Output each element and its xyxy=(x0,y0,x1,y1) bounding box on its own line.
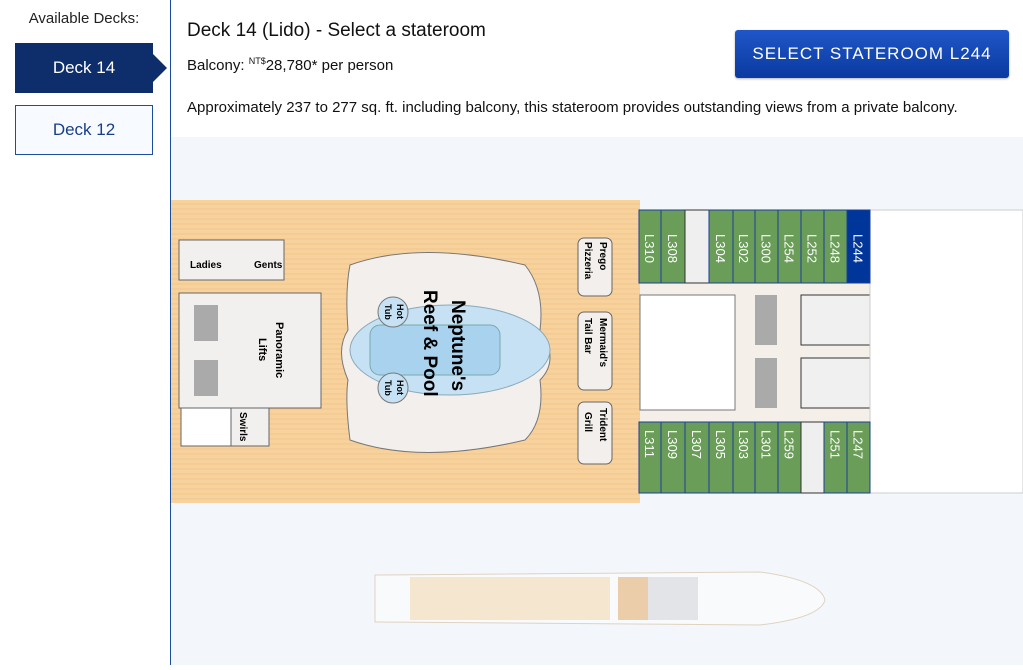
stateroom-label[interactable]: L311 xyxy=(642,430,657,458)
deck-map[interactable]: Ladies Gents Swirls Panoramic Lifts Hot … xyxy=(171,137,1023,665)
hot-tub xyxy=(377,372,409,404)
prego-label: Prego xyxy=(597,242,608,270)
mermaid-label: Mermaid's xyxy=(597,318,608,368)
stateroom-label[interactable]: L248 xyxy=(828,234,843,263)
stateroom-label[interactable]: L251 xyxy=(828,430,843,459)
stateroom-l307[interactable] xyxy=(684,421,710,494)
prego-pizzeria xyxy=(577,237,613,297)
stateroom-label[interactable]: L302 xyxy=(736,234,751,263)
stateroom-l305[interactable] xyxy=(708,421,734,494)
stateroom-l247[interactable] xyxy=(846,421,871,494)
panoramic-label: Panoramic xyxy=(273,322,285,378)
swirls-label: Swirls xyxy=(237,412,248,442)
stateroom-l244[interactable] xyxy=(846,209,871,284)
prego-label: Pizzeria xyxy=(582,242,593,280)
lifts-label: Lifts xyxy=(256,338,268,361)
deck-14-button[interactable]: Deck 14 xyxy=(15,43,167,93)
ladies-label: Ladies xyxy=(190,260,222,271)
stateroom-label[interactable]: L252 xyxy=(805,234,820,263)
page-title: Deck 14 (Lido) - Select a stateroom xyxy=(187,20,486,41)
stateroom-l304[interactable] xyxy=(708,209,734,284)
stateroom-label[interactable]: L303 xyxy=(736,430,751,459)
mermaid-label: Tail Bar xyxy=(582,318,593,354)
stateroom-description: Approximately 237 to 277 sq. ft. includi… xyxy=(187,99,958,116)
stateroom-label[interactable]: L310 xyxy=(642,234,657,263)
deck-12-button[interactable]: Deck 12 xyxy=(15,105,153,155)
deck-sidebar: Available Decks: Deck 14 Deck 12 xyxy=(0,0,171,665)
trident-label: Grill xyxy=(582,412,593,432)
hot-tub-label: Hot xyxy=(395,304,405,319)
hot-tub-label: Hot xyxy=(395,380,405,395)
stateroom-label[interactable]: L301 xyxy=(759,430,774,459)
restrooms xyxy=(178,239,285,281)
select-stateroom-button[interactable]: SELECT STATEROOM L244 xyxy=(735,30,1009,78)
non-bookable-room xyxy=(684,209,710,284)
hot-tub xyxy=(377,296,409,328)
trident-grill xyxy=(577,401,613,465)
hot-tub-label: Tub xyxy=(383,380,393,396)
currency: NT$ xyxy=(248,56,266,66)
stateroom-label[interactable]: L308 xyxy=(665,234,680,263)
hot-tub-label: Tub xyxy=(383,304,393,320)
stateroom-label[interactable]: L309 xyxy=(665,430,680,459)
price-line: Balcony: NT$28,780* per person xyxy=(187,56,393,74)
stateroom-label[interactable]: L307 xyxy=(689,430,704,459)
lift-lobby xyxy=(639,294,736,411)
stateroom-label[interactable]: L254 xyxy=(782,234,797,263)
mermaids-tail-bar xyxy=(577,311,613,391)
stateroom-label[interactable]: L247 xyxy=(851,430,866,459)
gents-label: Gents xyxy=(254,260,283,271)
stateroom-label[interactable]: L300 xyxy=(759,234,774,263)
price-value: 28,780* xyxy=(265,57,318,74)
pool-label: Reef & Pool xyxy=(419,290,440,397)
available-decks-label: Available Decks: xyxy=(28,10,140,27)
stateroom-label[interactable]: L305 xyxy=(713,430,728,459)
non-bookable-room xyxy=(800,421,825,494)
pool-label: Neptune's xyxy=(447,300,468,391)
price-category: Balcony: xyxy=(187,57,249,74)
stateroom-label[interactable]: L304 xyxy=(713,234,728,263)
price-suffix: per person xyxy=(317,57,394,74)
ship-overview-minimap[interactable] xyxy=(374,571,826,626)
stateroom-label[interactable]: L244 xyxy=(851,234,866,263)
stateroom-l308[interactable] xyxy=(660,209,686,284)
stateroom-label[interactable]: L259 xyxy=(782,430,797,459)
trident-label: Trident xyxy=(597,408,608,442)
